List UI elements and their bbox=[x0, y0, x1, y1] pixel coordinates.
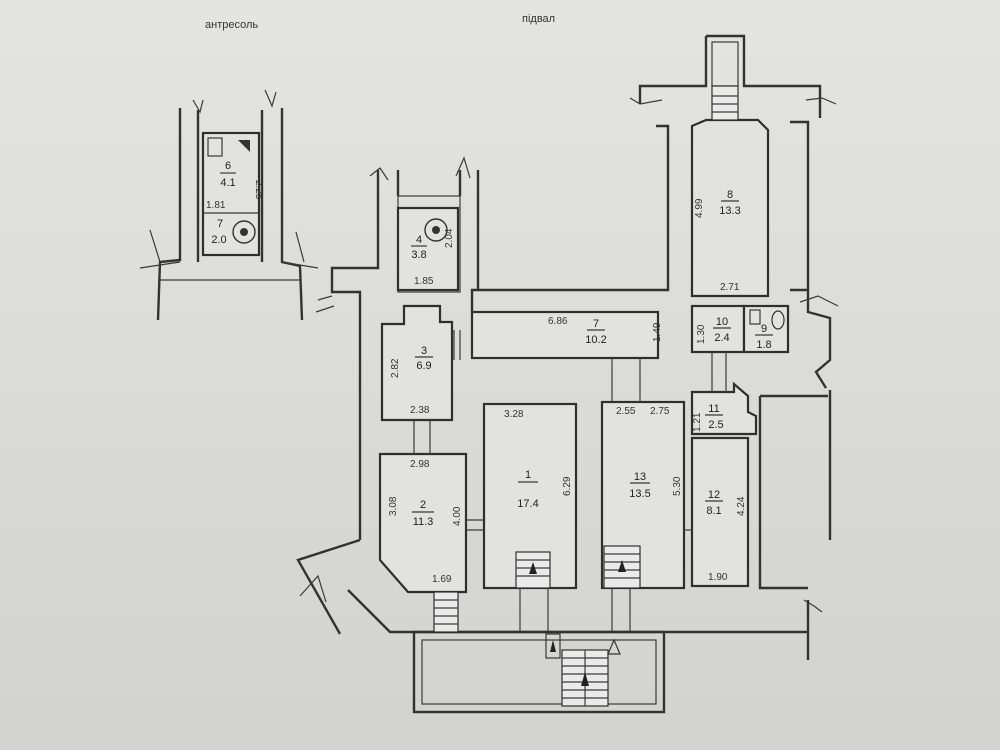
room-2-area: 11.3 bbox=[413, 516, 434, 528]
ventilation-fan-icon bbox=[424, 218, 448, 242]
room-7b-area: 2.0 bbox=[211, 234, 226, 246]
dim-4-24: 4.24 bbox=[736, 496, 747, 516]
basement-title: підвал bbox=[522, 13, 555, 25]
dim-3-08: 3.08 bbox=[388, 496, 399, 516]
mezzanine-rooms bbox=[201, 131, 261, 257]
dim-1-81: 1.81 bbox=[206, 200, 226, 211]
basement-walls bbox=[296, 34, 839, 714]
room-1: 3.28 1 17.4 6.29 bbox=[482, 402, 578, 590]
room-4-area: 3.8 bbox=[411, 249, 426, 261]
dim-1-90: 1.90 bbox=[708, 572, 728, 583]
dim-1-85: 1.85 bbox=[414, 276, 434, 287]
room-9-number: 9 bbox=[761, 323, 767, 335]
room-9-area: 1.8 bbox=[756, 339, 771, 351]
room-6-number: 6 bbox=[225, 160, 231, 172]
room-11-number: 11 bbox=[708, 403, 719, 415]
room-11-area: 2.5 bbox=[708, 419, 723, 431]
room-6-area: 4.1 bbox=[220, 177, 235, 189]
room-4: 4 3.8 2.04 1.85 bbox=[396, 206, 460, 292]
dim-1-49: 1.49 bbox=[652, 322, 663, 342]
room-8-area: 13.3 bbox=[719, 205, 740, 217]
room-7: 6.86 7 10.2 1.49 bbox=[470, 310, 663, 360]
room-13-area: 13.5 bbox=[629, 488, 650, 500]
dim-4-99: 4.99 bbox=[694, 198, 705, 218]
mezzanine-plan: 6 4.1 2.25 1.81 7 2.0 bbox=[139, 89, 319, 321]
dim-2-04: 2.04 bbox=[444, 228, 455, 248]
room-7-area: 10.2 bbox=[585, 334, 606, 346]
dim-2-25: 2.25 bbox=[253, 180, 264, 200]
room-10: 1.30 10 2.4 bbox=[690, 304, 746, 354]
room-3: 3 6.9 2.82 2.38 bbox=[380, 304, 461, 422]
room-12-area: 8.1 bbox=[706, 505, 721, 517]
room-10-area: 2.4 bbox=[714, 332, 729, 344]
room-4-number: 4 bbox=[416, 234, 422, 246]
dim-2-82: 2.82 bbox=[390, 358, 401, 378]
room-13-number: 13 bbox=[634, 471, 646, 483]
ventilation-fan-icon bbox=[232, 220, 256, 244]
entrance-stairs bbox=[433, 588, 631, 707]
dim-3-28: 3.28 bbox=[504, 409, 524, 420]
room-11: 11 2.5 1.21 bbox=[690, 352, 758, 436]
dim-1-21: 1.21 bbox=[692, 412, 703, 432]
room-2-number: 2 bbox=[420, 499, 426, 511]
room-7b-number: 7 bbox=[217, 218, 223, 230]
room-12: 12 8.1 4.24 1.90 bbox=[690, 436, 750, 588]
dim-5-30: 5.30 bbox=[672, 476, 683, 496]
dim-2-38: 2.38 bbox=[410, 405, 430, 416]
room-8-number: 8 bbox=[727, 189, 733, 201]
dim-2-75: 2.75 bbox=[650, 406, 670, 417]
room-13: 2.55 2.75 13 13.5 5.30 bbox=[600, 358, 692, 590]
dim-2-98: 2.98 bbox=[410, 459, 430, 470]
room-12-number: 12 bbox=[708, 489, 720, 501]
room-3-number: 3 bbox=[421, 345, 427, 357]
dim-2-71: 2.71 bbox=[720, 282, 740, 293]
dim-6-86: 6.86 bbox=[548, 316, 568, 327]
room-3-area: 6.9 bbox=[416, 360, 431, 372]
room-10-number: 10 bbox=[716, 316, 728, 328]
room-7-number: 7 bbox=[593, 318, 599, 330]
dim-4-00: 4.00 bbox=[452, 506, 463, 526]
dim-6-29: 6.29 bbox=[562, 476, 573, 496]
room-1-area: 17.4 bbox=[517, 498, 538, 510]
room-8: 8 13.3 4.99 2.71 bbox=[690, 85, 770, 298]
room-9: 9 1.8 bbox=[742, 304, 790, 354]
mezzanine-title: антресоль bbox=[205, 19, 258, 31]
dim-1-30: 1.30 bbox=[696, 324, 707, 344]
room-2: 2.98 3.08 2 11.3 4.00 1.69 bbox=[378, 420, 484, 594]
dim-2-55: 2.55 bbox=[616, 406, 636, 417]
room-1-number: 1 bbox=[525, 469, 531, 481]
dim-1-69: 1.69 bbox=[432, 574, 452, 585]
